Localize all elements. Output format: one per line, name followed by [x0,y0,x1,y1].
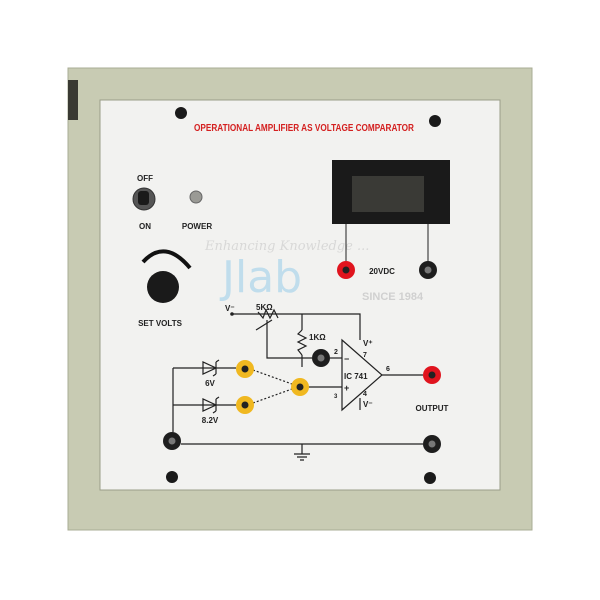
voltmeter-display [352,176,424,212]
jack-hole [424,266,432,274]
screw [429,115,441,127]
panel-title: OPERATIONAL AMPLIFIER AS VOLTAGE COMPARA… [194,122,414,134]
op-amp-symbol [341,338,383,412]
plus-sign: + [344,383,349,393]
knob-scale-arc [141,249,192,270]
pin4-label: 4 [363,391,367,398]
screws [166,107,441,484]
wire [266,320,312,359]
wire [172,367,236,432]
jack-hole [428,440,436,448]
watermark-brand: Jlab [219,252,302,303]
jack-hole [241,401,249,409]
minus-sign: − [344,354,349,364]
screw [175,107,187,119]
v-plus-label: V⁺ [363,339,373,348]
wire [255,308,308,356]
pin3-label: 3 [334,394,338,400]
resistor-label: 1KΩ [309,333,326,342]
set-volts-label: SET VOLTS [138,319,183,328]
switch-on-label: ON [139,222,151,231]
pin7-label: 7 [363,352,367,359]
jacks [163,349,441,453]
circuit-lines [172,308,423,461]
power-label: POWER [182,222,212,231]
watermark-since: SINCE 1984 [362,291,424,303]
pin6-label: 6 [386,366,390,373]
watermark: Enhancing Knowledge ... Jlab SINCE 1984 [204,239,424,303]
v-minus-label: V⁻ [363,400,373,409]
jack-hole [428,371,436,379]
jack-hole [296,383,304,391]
zener1-label: 6V [205,379,215,388]
power-led [189,190,203,204]
pin2-label: 2 [334,349,338,356]
enclosure-shadow [68,80,78,120]
jack-hole [241,365,249,373]
ic-label: IC 741 [344,372,368,381]
wire [294,444,310,461]
jack-hole [168,437,176,445]
zener2-label: 8.2V [202,416,219,425]
patch-link [252,369,293,404]
screw [166,471,178,483]
junction [230,312,234,316]
set-volts-knob[interactable] [147,271,179,303]
toggle-lever[interactable] [138,191,149,205]
screw [424,472,436,484]
meter-label: 20VDC [369,267,395,276]
zener-diode [202,359,220,377]
switch-off-label: OFF [137,174,153,183]
zener-diode [202,396,220,414]
output-label: OUTPUT [416,404,449,413]
wire [232,313,361,340]
watermark-tagline: Enhancing Knowledge ... [204,239,369,254]
jack-hole [342,266,350,274]
v-minus-input-label: V⁻ [225,304,235,313]
pot-label: 5KΩ [256,303,273,312]
jack-hole [317,354,325,362]
